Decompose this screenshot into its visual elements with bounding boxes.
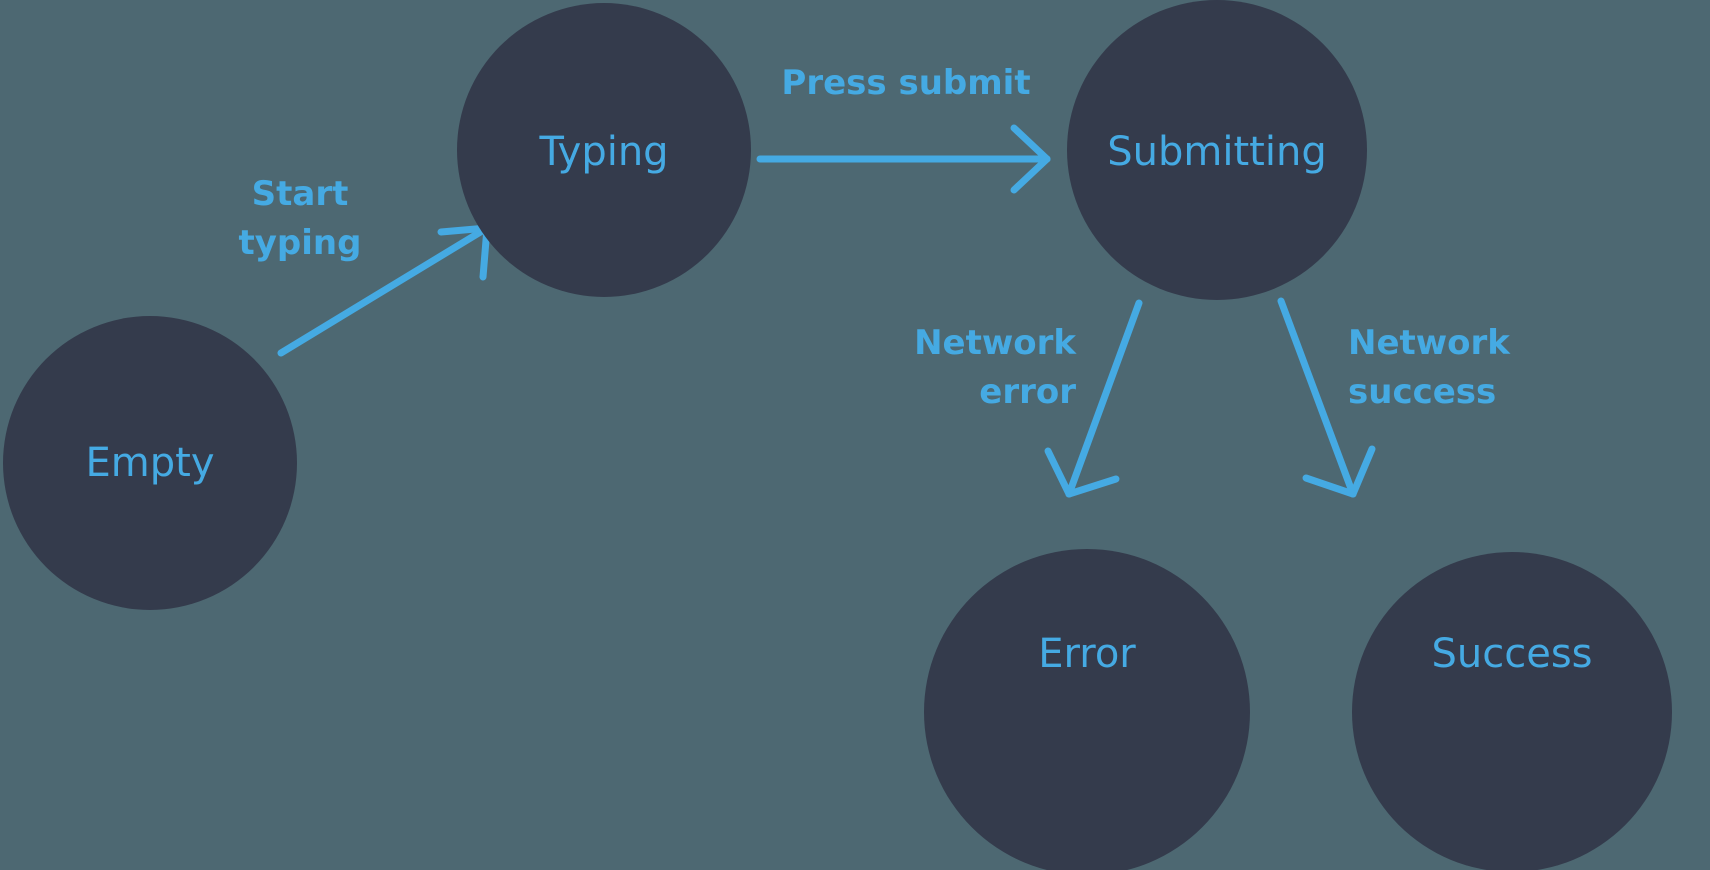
edge-label-network-error: Network error — [914, 323, 1077, 412]
edge-press-submit-arrowhead-upper — [1010, 124, 1051, 163]
edges-layer — [277, 124, 1376, 498]
edge-label-start-typing-line2: typing — [239, 223, 362, 263]
state-node-submitting[interactable]: Submitting — [1067, 0, 1367, 300]
edge-label-network-error-line2: error — [979, 372, 1076, 412]
state-node-submitting-label: Submitting — [1107, 129, 1326, 175]
state-node-typing-circle — [457, 3, 751, 297]
state-node-success[interactable]: Success — [1352, 552, 1672, 870]
state-node-success-label: Success — [1431, 631, 1592, 677]
state-node-empty-circle — [3, 316, 297, 610]
edge-network-success[interactable] — [1277, 297, 1376, 498]
edge-network-error-line — [1065, 299, 1143, 498]
state-node-error-label: Error — [1038, 631, 1136, 677]
edge-start-typing-arrowhead-upper — [437, 224, 491, 236]
state-node-success-circle — [1352, 552, 1672, 870]
edge-start-typing-line — [277, 224, 491, 357]
edge-label-network-success-line1: Network — [1348, 323, 1511, 363]
edge-labels-layer: Start typing Press submit Network error … — [239, 63, 1512, 412]
state-node-empty-label: Empty — [86, 440, 215, 486]
edge-label-network-success: Network success — [1348, 323, 1511, 412]
edge-label-start-typing-line1: Start — [252, 174, 349, 214]
state-node-error[interactable]: Error — [924, 549, 1250, 870]
edge-network-error-arrowhead-lower — [1065, 475, 1120, 498]
state-node-typing[interactable]: Typing — [457, 3, 751, 297]
state-node-empty[interactable]: Empty — [3, 316, 297, 610]
edge-label-network-error-line1: Network — [914, 323, 1077, 363]
edge-network-success-line — [1277, 297, 1357, 498]
edge-network-error[interactable] — [1044, 299, 1143, 498]
edge-label-start-typing: Start typing — [239, 174, 362, 263]
edge-press-submit-arrowhead-lower — [1010, 155, 1051, 194]
edge-label-network-success-line2: success — [1348, 372, 1496, 412]
nodes-layer: Empty Typing Submitting Error Success — [3, 0, 1672, 870]
edge-network-error-arrowhead-upper — [1044, 447, 1073, 498]
edge-label-press-submit-line1: Press submit — [781, 63, 1030, 103]
edge-press-submit[interactable] — [756, 124, 1051, 194]
edge-network-success-arrowhead-lower — [1302, 474, 1357, 498]
state-node-error-circle — [924, 549, 1250, 870]
edge-network-success-arrowhead-upper — [1349, 445, 1376, 498]
edge-label-press-submit: Press submit — [781, 63, 1030, 103]
state-node-submitting-circle — [1067, 0, 1367, 300]
state-node-typing-label: Typing — [538, 129, 668, 175]
